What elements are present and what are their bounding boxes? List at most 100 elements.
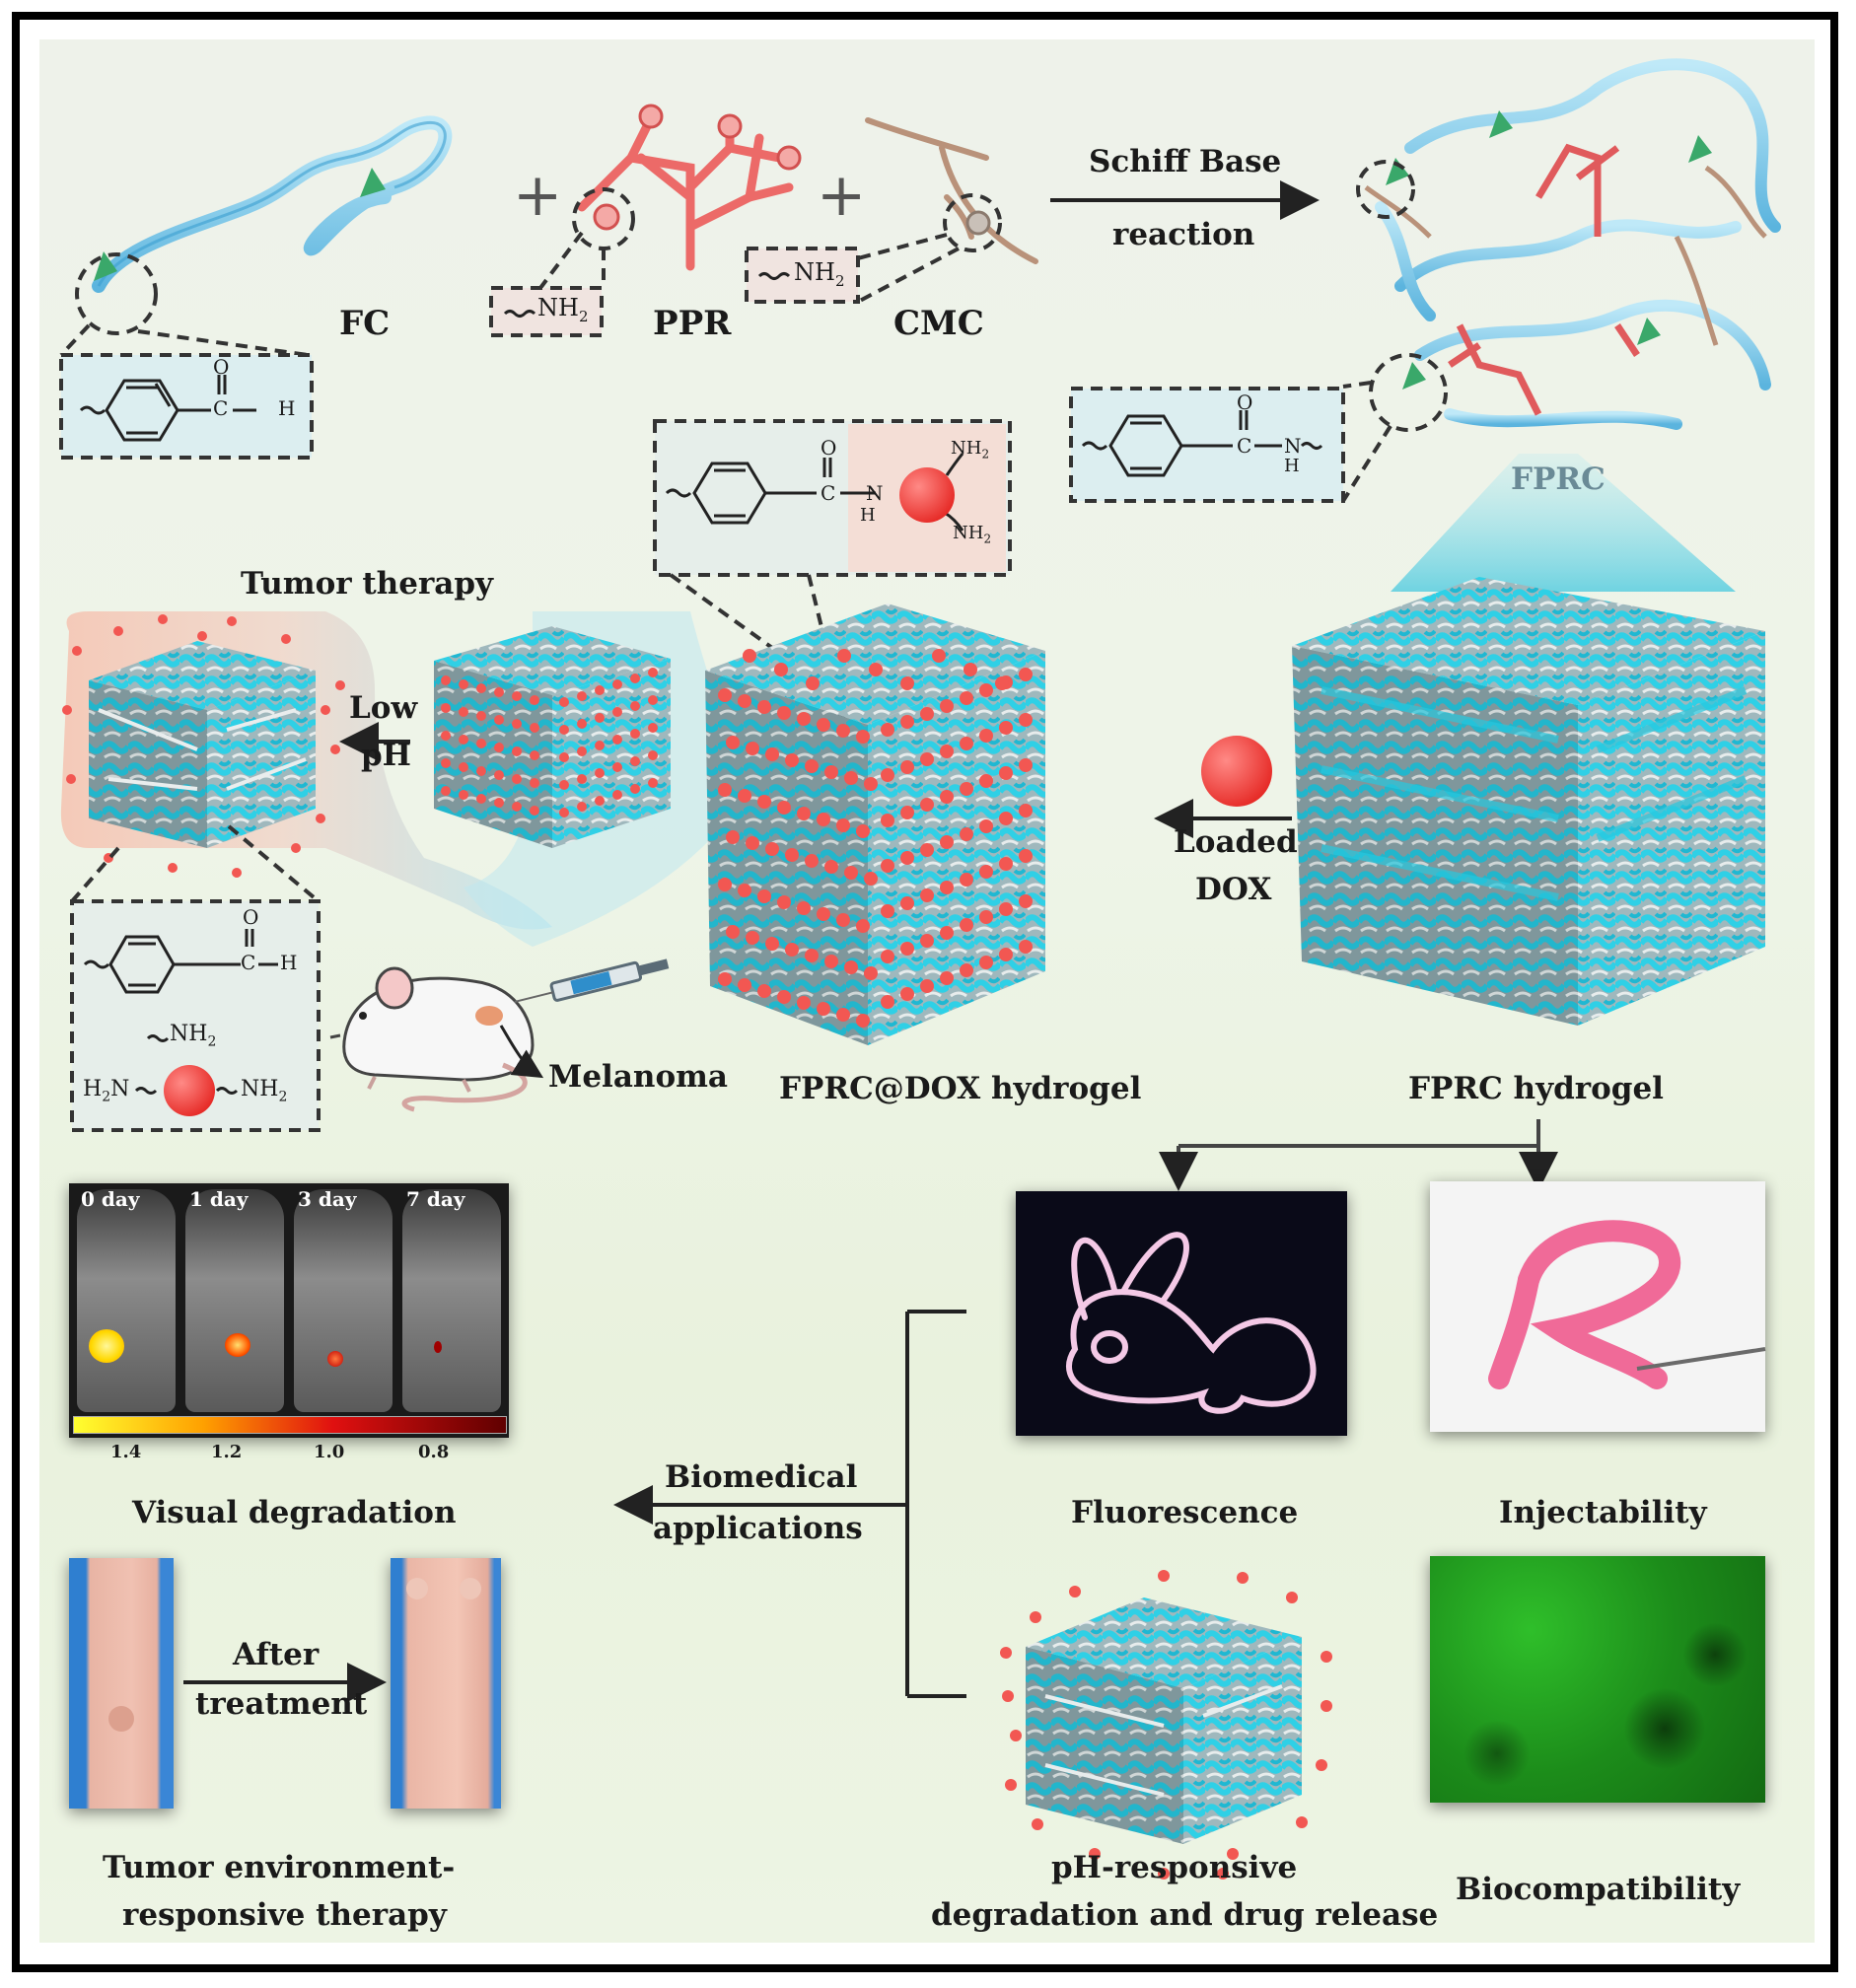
mouse-before-photo bbox=[69, 1558, 174, 1809]
dox-particle bbox=[1089, 1848, 1101, 1860]
dox-particle bbox=[824, 860, 838, 874]
detail-oxygen: O bbox=[243, 905, 259, 929]
dox-particle bbox=[530, 778, 539, 788]
cmc-nh2: NH2 bbox=[794, 258, 845, 290]
label-fprc: FPRC bbox=[1511, 462, 1606, 497]
treatment-label: treatment bbox=[195, 1686, 368, 1722]
dox-particle bbox=[777, 895, 791, 909]
dox-particle bbox=[612, 679, 622, 689]
dox-particle bbox=[1019, 713, 1033, 727]
label-cmc: CMC bbox=[893, 304, 984, 343]
dox-particle bbox=[648, 668, 658, 677]
dox-particle bbox=[960, 918, 973, 932]
amide-oxygen: O bbox=[1237, 390, 1253, 414]
dox-label: DOX bbox=[1195, 872, 1272, 907]
dox-particle bbox=[1158, 1570, 1170, 1582]
ppr-nh2: NH2 bbox=[537, 294, 589, 325]
dox-particle bbox=[746, 836, 759, 850]
dox-particle bbox=[559, 697, 569, 707]
dox-particle bbox=[960, 691, 973, 705]
tumor-env-line1: Tumor environment- bbox=[103, 1850, 456, 1885]
dox-particle bbox=[805, 949, 819, 962]
dox-particle bbox=[999, 721, 1013, 735]
dox-particle bbox=[940, 881, 954, 894]
biocompatibility-photo bbox=[1430, 1556, 1765, 1803]
dox-particle bbox=[999, 948, 1013, 961]
dox-particle bbox=[743, 649, 756, 663]
dox-particle bbox=[817, 718, 830, 732]
applications-label: applications bbox=[653, 1511, 863, 1546]
dox-particle bbox=[595, 741, 605, 750]
dox-particle bbox=[999, 766, 1013, 780]
dox-particle bbox=[459, 707, 468, 717]
ivis-image-strip: 0 day 1 day 3 day 7 day bbox=[69, 1183, 509, 1438]
dox-particle bbox=[999, 812, 1013, 825]
dox-particle bbox=[1217, 1868, 1229, 1880]
dox-particle bbox=[785, 753, 799, 767]
dox-particle bbox=[1237, 1572, 1249, 1584]
dox-particle bbox=[746, 931, 759, 945]
dox-particle bbox=[1030, 1611, 1041, 1623]
dox-particle bbox=[979, 819, 993, 833]
dox-particle bbox=[1321, 1651, 1332, 1663]
dox-particle bbox=[738, 978, 751, 992]
dox-particle bbox=[494, 687, 504, 697]
dox-particle bbox=[844, 866, 858, 880]
dox-particle bbox=[630, 729, 640, 739]
dox-amide-carbon: C bbox=[821, 481, 836, 505]
dox-particle bbox=[1321, 1700, 1332, 1712]
dox-particle bbox=[900, 715, 914, 729]
dox-particle bbox=[746, 742, 759, 755]
signal-day1 bbox=[225, 1333, 250, 1357]
detail-h2n: H2N bbox=[83, 1077, 130, 1105]
dox-particle bbox=[881, 723, 894, 737]
dox-particle bbox=[1032, 1818, 1043, 1830]
dox-particle bbox=[512, 746, 522, 756]
dox-particle bbox=[964, 663, 977, 676]
dox-particle bbox=[881, 859, 894, 873]
dox-particle bbox=[1316, 1759, 1327, 1771]
tumor-therapy-label: Tumor therapy bbox=[241, 566, 494, 602]
dox-particle bbox=[864, 966, 878, 980]
dox-particle bbox=[1069, 1586, 1081, 1598]
dox-particle bbox=[979, 683, 993, 697]
dox-particle bbox=[797, 901, 811, 915]
dox-particle bbox=[920, 707, 934, 721]
ph-label: pH bbox=[361, 738, 411, 773]
dox-particle bbox=[824, 955, 838, 968]
dox-amide-nitrogen: N bbox=[866, 481, 884, 505]
amide-nitrogen: N bbox=[1284, 434, 1302, 458]
dox-particle bbox=[999, 857, 1013, 871]
colorbar-tick-2: 1.0 bbox=[314, 1442, 345, 1462]
mouse-after-photo bbox=[391, 1558, 501, 1809]
dox-particle bbox=[1010, 1730, 1022, 1741]
dox-particle bbox=[757, 795, 771, 809]
dox-particle bbox=[836, 1008, 850, 1022]
fluorescence-rabbit-photo bbox=[1016, 1191, 1347, 1436]
dox-particle bbox=[920, 798, 934, 812]
biomedical-label: Biomedical bbox=[665, 1459, 858, 1495]
ph-responsive-line2: degradation and drug release bbox=[931, 1897, 1439, 1933]
dox-particle bbox=[459, 735, 468, 745]
dox-particle bbox=[1019, 940, 1033, 954]
dox-particle bbox=[765, 937, 779, 951]
dox-particle bbox=[648, 750, 658, 760]
amide-carbon: C bbox=[1237, 434, 1252, 458]
dox-particle bbox=[757, 984, 771, 998]
after-label: After bbox=[233, 1637, 320, 1672]
dox-particle bbox=[726, 830, 740, 844]
dox-particle bbox=[920, 888, 934, 902]
day-label-2: 3 day bbox=[298, 1187, 357, 1211]
dox-particle bbox=[738, 884, 751, 897]
dox-particle bbox=[577, 774, 587, 784]
dox-particle bbox=[630, 701, 640, 711]
dox-particle bbox=[726, 925, 740, 939]
dox-particle bbox=[476, 766, 486, 776]
biocompatibility-label: Biocompatibility bbox=[1456, 1872, 1741, 1907]
dox-particle bbox=[960, 827, 973, 841]
dox-particle bbox=[738, 694, 751, 708]
dox-particle bbox=[960, 737, 973, 750]
dox-particle bbox=[940, 790, 954, 804]
